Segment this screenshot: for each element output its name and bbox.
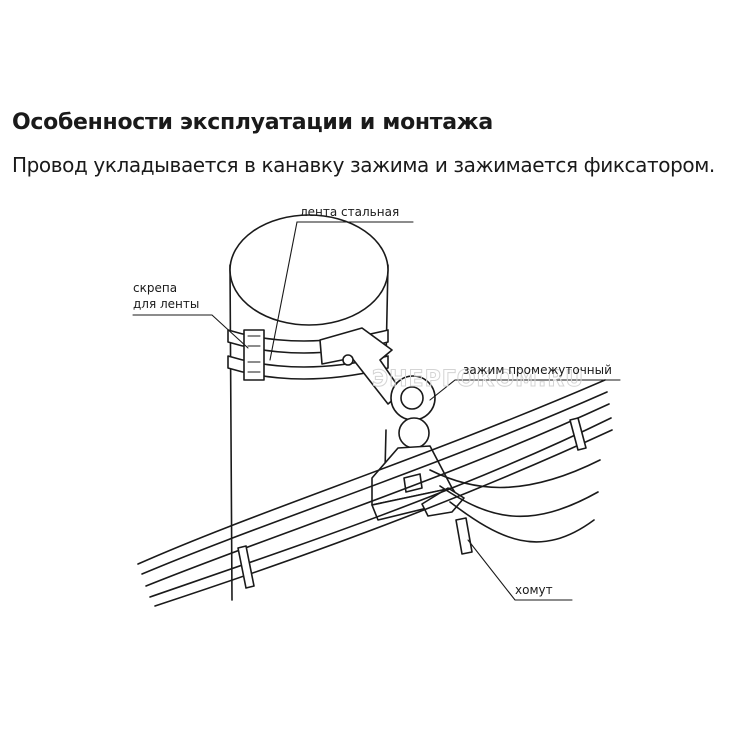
- pole: [229, 214, 389, 601]
- label-band-clip-line1: скрепа: [133, 281, 177, 295]
- band-clip: [243, 329, 265, 381]
- collar: [237, 417, 587, 589]
- watermark: ЭНЕРГОКОМ.RU: [372, 367, 584, 392]
- page-title: Особенности эксплуатации и монтажа: [12, 110, 493, 135]
- label-intermediate-clamp: зажим промежуточный: [463, 363, 612, 377]
- page-subtitle: Провод укладывается в канавку зажима и з…: [12, 153, 715, 177]
- cable-bundle: [137, 379, 613, 607]
- label-steel-band: лента стальная: [300, 205, 399, 219]
- leader-lines: [132, 221, 621, 601]
- label-collar: хомут: [515, 583, 553, 597]
- label-band-clip-line2: для ленты: [133, 297, 199, 311]
